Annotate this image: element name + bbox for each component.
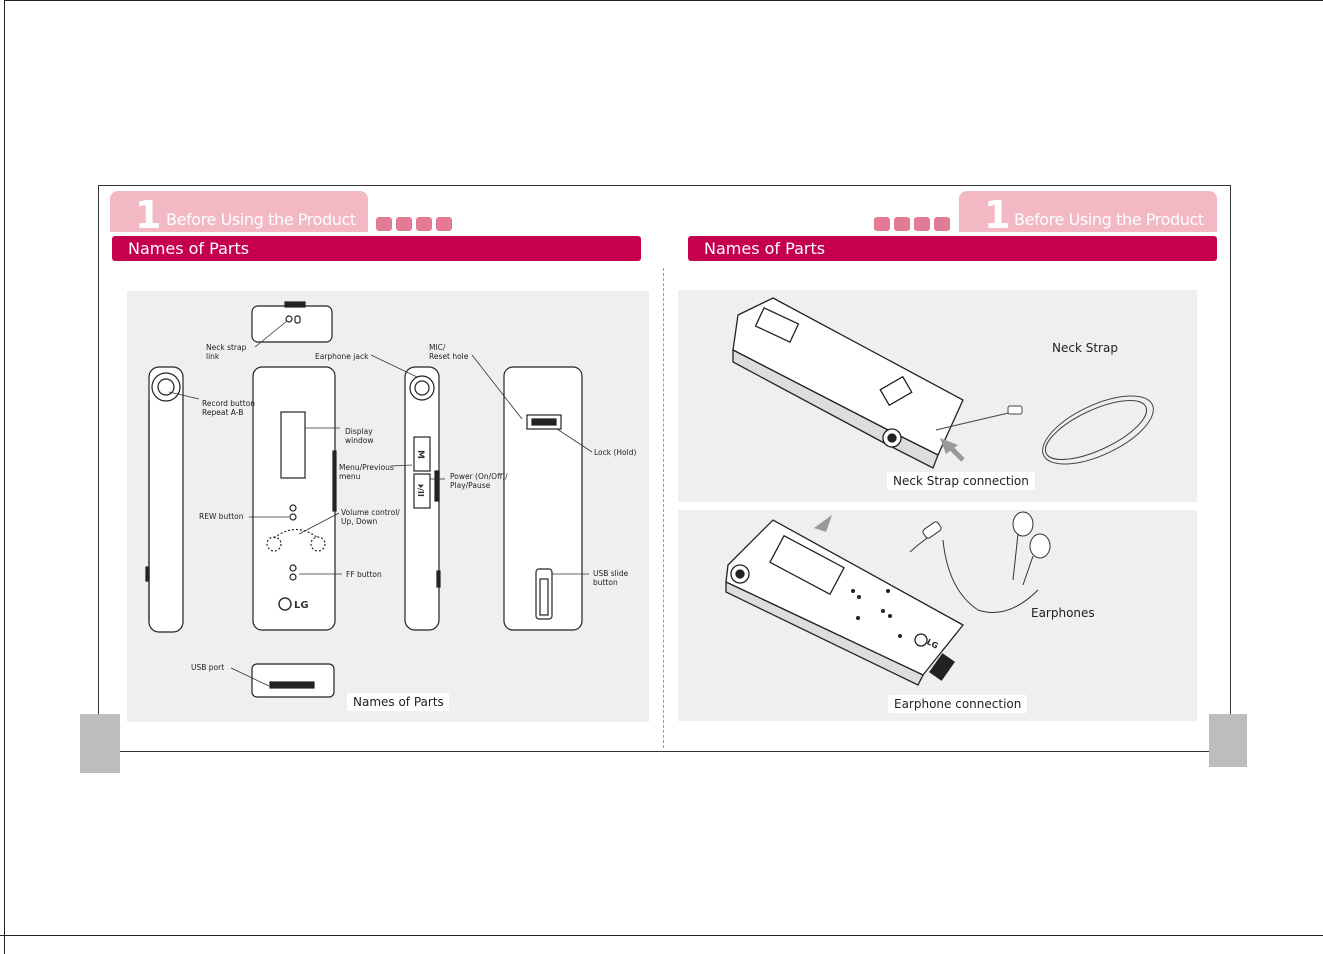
page-frame-bottom [5, 935, 1323, 936]
parts-diagram: LG M ⏵/II [145, 301, 593, 698]
label-power-play: Power (On/Off)/ Play/Pause [450, 472, 508, 490]
page-corner-block-left [80, 714, 120, 773]
lg-logo-text: LG [294, 600, 309, 611]
figure-caption-earphone: Earphone connection [888, 695, 1028, 713]
decor-square [934, 217, 950, 231]
label-record-button: Record button Repeat A-B [202, 399, 256, 417]
label-display-window: Display window [345, 427, 374, 445]
section-header-right: Names of Parts [688, 236, 1217, 261]
decor-square [416, 217, 432, 231]
earphone-illustration: LG [725, 511, 1051, 686]
play-button-glyph: ⏵/II [416, 484, 425, 497]
decor-square [396, 217, 412, 231]
earphones-label: Earphones [1031, 606, 1095, 620]
label-usb-slide: USB slide button [593, 569, 629, 587]
label-earphone-jack: Earphone jack [315, 352, 369, 361]
label-lock-hold: Lock (Hold) [594, 448, 637, 457]
page-corner-block-right [1209, 714, 1247, 767]
page-frame-top [5, 0, 1323, 1]
section-tab-left: 1 Before Using the Product [110, 191, 368, 237]
section-tab-right: 1 Before Using the Product [959, 191, 1217, 237]
label-menu-previous: Menu/Previous menu [339, 463, 394, 481]
page-divider [663, 268, 664, 748]
decor-square [436, 217, 452, 231]
neck-strap-label: Neck Strap [1052, 341, 1118, 355]
decor-square [376, 217, 392, 231]
decor-square [874, 217, 890, 231]
label-usb-port: USB port [191, 663, 225, 672]
neck-strap-illustration [732, 297, 1154, 469]
label-neck-strap-link: Neck strap link [206, 343, 247, 361]
label-mic-reset: MIC/ Reset hole [429, 343, 469, 361]
label-rew-button: REW button [199, 512, 244, 521]
figure-caption-neck-strap: Neck Strap connection [887, 472, 1035, 490]
section-title: Before Using the Product [166, 210, 356, 229]
section-number: 1 [135, 193, 162, 237]
section-title: Before Using the Product [1014, 210, 1204, 229]
decor-square [894, 217, 910, 231]
crop-mark [0, 935, 5, 936]
menu-button-glyph: M [415, 450, 425, 459]
section-header-left: Names of Parts [112, 236, 641, 261]
label-ff-button: FF button [346, 570, 382, 579]
label-volume-control: Volume control/ Up, Down [341, 508, 400, 526]
figure-caption-parts: Names of Parts [347, 693, 449, 711]
section-number: 1 [984, 193, 1011, 237]
decor-square [914, 217, 930, 231]
page-frame-left [4, 0, 5, 954]
